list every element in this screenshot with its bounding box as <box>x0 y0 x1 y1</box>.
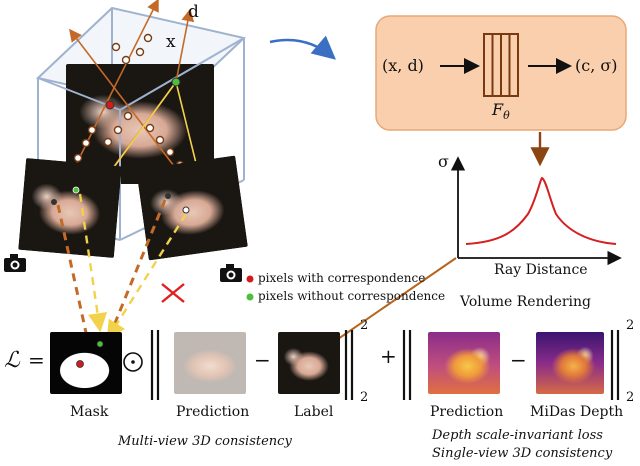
norm-subscript: 2 <box>360 390 369 405</box>
volume-rendering-label: Volume Rendering <box>460 294 591 310</box>
camera-icon <box>220 264 242 282</box>
camera-icon <box>4 254 26 272</box>
mask-image <box>50 332 122 394</box>
norm-subscript-depth: 2 <box>626 390 635 405</box>
depth-loss-caption: Depth scale-invariant loss <box>432 428 603 443</box>
network-output-label: (c, σ) <box>575 56 618 75</box>
d-label: d <box>188 2 199 22</box>
blue-arrow <box>269 35 336 60</box>
multi-view-caption: Multi-view 3D consistency <box>118 434 292 449</box>
network-function-label: Fθ <box>492 100 510 122</box>
equals-sign: = <box>28 348 45 372</box>
prediction-depth-label: Prediction <box>430 404 504 420</box>
function-symbol: F <box>492 100 504 119</box>
minus-sign: − <box>254 348 271 372</box>
dashed-yellow-arrow <box>78 193 108 333</box>
legend-item-correspondence: pixels with correspondence <box>258 271 426 285</box>
density-y-label: σ <box>438 152 449 171</box>
prediction-depth-image <box>428 332 500 394</box>
density-curve <box>465 176 617 245</box>
density-x-label: Ray Distance <box>494 262 588 278</box>
x-label: x <box>166 32 176 52</box>
midas-depth-label: MiDas Depth <box>530 404 624 420</box>
hadamard-operator <box>123 352 143 372</box>
label-image <box>278 332 340 394</box>
cross-icon <box>161 283 185 303</box>
legend-item-no-correspondence: pixels without correspondence <box>258 289 446 303</box>
no-correspondence-point <box>171 77 181 87</box>
loss-symbol: ℒ <box>4 348 20 373</box>
norm-superscript-depth: 2 <box>626 318 635 333</box>
correspondence-point <box>105 100 115 110</box>
network-bars <box>483 33 519 97</box>
prediction-rgb-image <box>174 332 246 394</box>
midas-depth-image <box>536 332 604 394</box>
density-plot <box>450 156 622 266</box>
plus-sign: + <box>380 344 397 368</box>
function-subscript: θ <box>503 109 510 123</box>
prediction-rgb-label: Prediction <box>176 404 250 420</box>
network-input-label: (x, d) <box>382 56 424 75</box>
volume-rendering-arrow <box>320 257 457 352</box>
minus-sign-depth: − <box>510 348 527 372</box>
mask-label: Mask <box>70 404 109 420</box>
label-label: Label <box>294 404 334 420</box>
single-view-caption: Single-view 3D consistency <box>432 446 613 461</box>
norm-superscript: 2 <box>360 318 369 333</box>
dashed-yellow-arrow <box>106 213 188 341</box>
